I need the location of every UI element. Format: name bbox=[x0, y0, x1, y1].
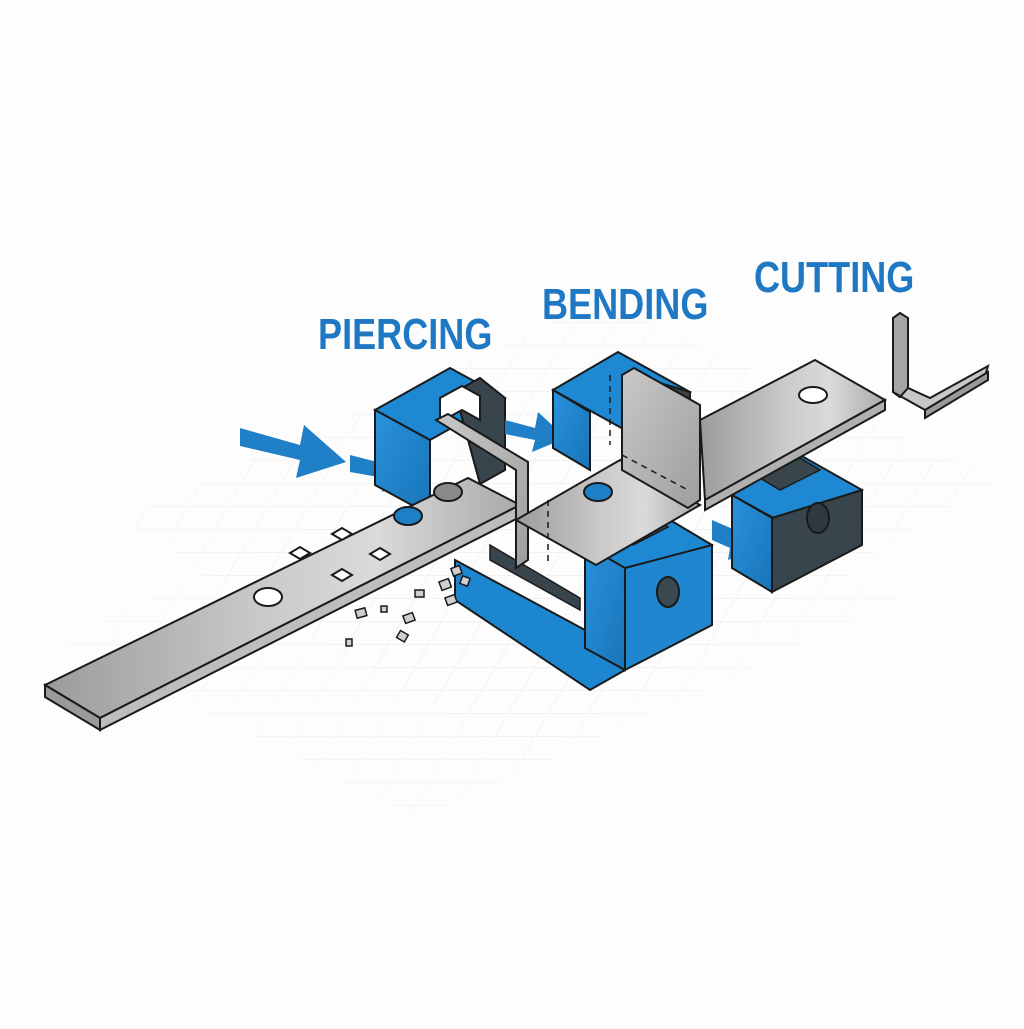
finished-part-icon bbox=[892, 311, 990, 420]
square-hole bbox=[330, 526, 354, 542]
round-hole bbox=[798, 386, 828, 404]
stage-label-cutting: CUTTING bbox=[754, 253, 915, 302]
square-hole bbox=[368, 546, 392, 562]
piercing-die-icon bbox=[372, 366, 508, 517]
feed-arrow-outer bbox=[240, 425, 346, 478]
round-hole bbox=[393, 506, 423, 526]
square-hole bbox=[330, 567, 354, 583]
stage-label-bending: BENDING bbox=[542, 280, 709, 329]
transfer-arrow-1 bbox=[505, 412, 566, 452]
stage-label-piercing: PIERCING bbox=[318, 310, 493, 359]
metal-strip bbox=[42, 358, 888, 732]
round-hole bbox=[253, 587, 283, 607]
scrap-slugs bbox=[345, 564, 472, 647]
cutting-die-icon bbox=[729, 453, 864, 594]
square-hole bbox=[288, 545, 312, 561]
grid-floor bbox=[60, 300, 1000, 820]
round-hole bbox=[433, 482, 463, 502]
round-hole bbox=[583, 482, 613, 502]
